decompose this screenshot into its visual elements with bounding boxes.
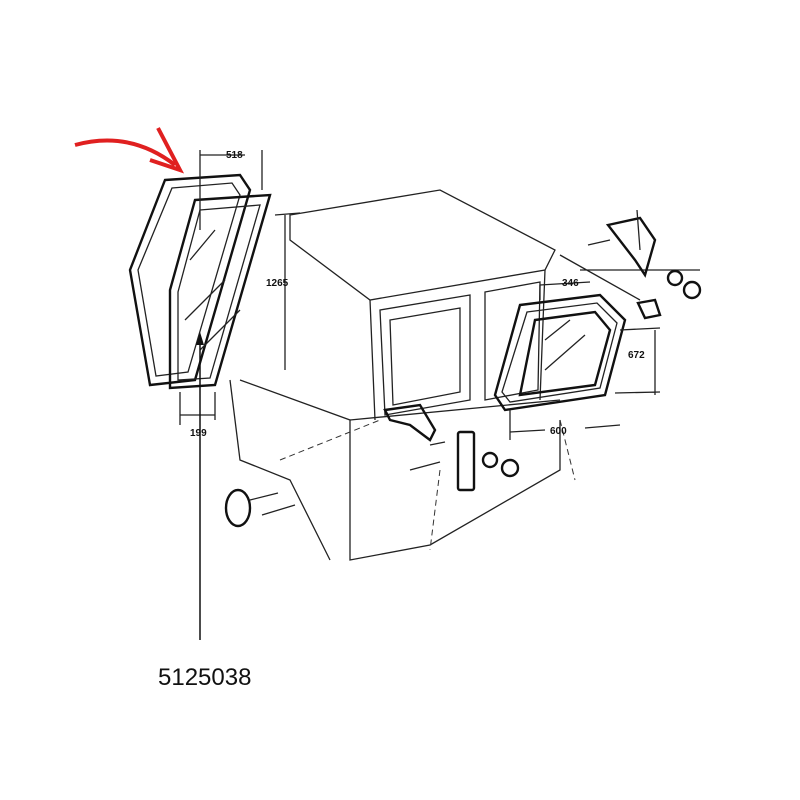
dim-rear-bottom-width: 600 [550,426,567,437]
dimension-lines [179,150,661,640]
dim-side-top-width: 518 [226,150,243,161]
curved-arrow-icon [74,127,185,174]
dim-rear-height: 672 [628,350,645,361]
rear-window-glass [493,293,627,412]
cab-body [229,189,700,561]
part-number-label: 5125038 [158,664,252,691]
dim-rear-top-width: 346 [562,278,579,289]
side-window-glass [128,173,272,390]
dim-side-bottom-width: 199 [190,428,207,439]
hardware-parts [224,209,702,528]
dim-side-height: 1265 [266,278,289,289]
